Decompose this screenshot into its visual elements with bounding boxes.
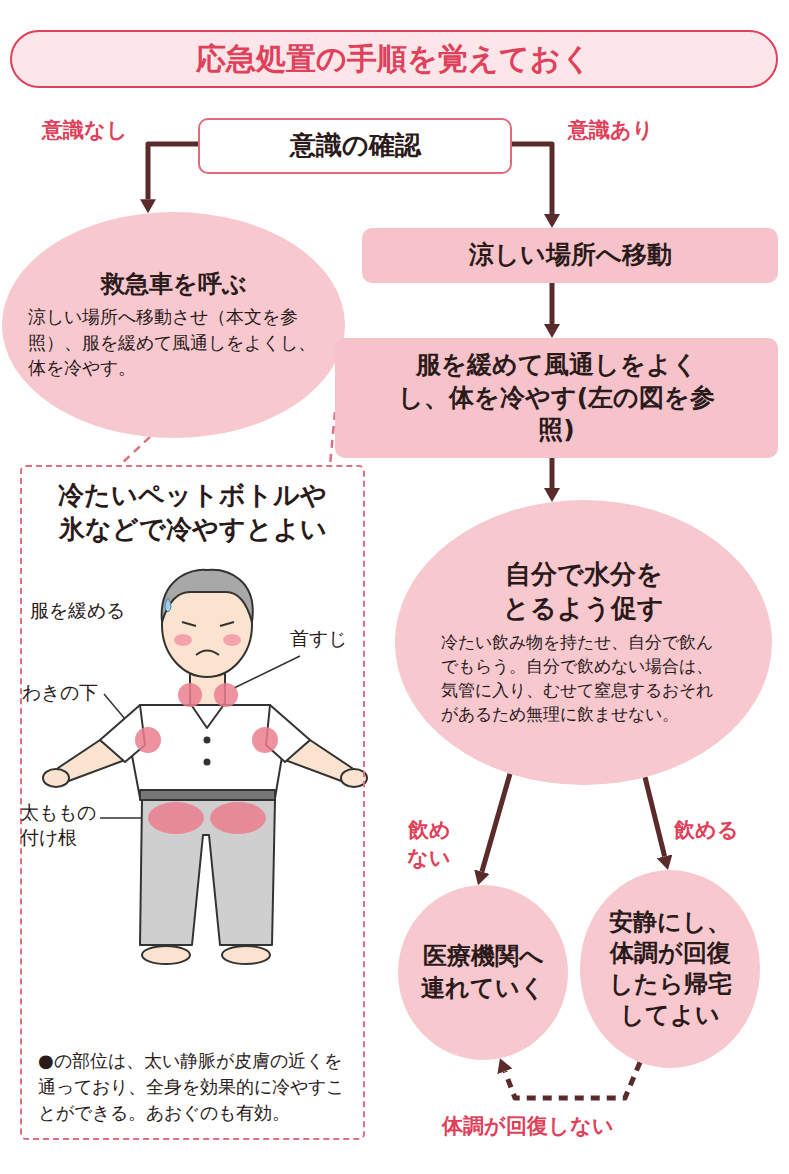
illustration-part — [205, 760, 210, 765]
leader-lines — [100, 656, 300, 818]
flow-connector — [505, 1062, 640, 1098]
part-label: 太ももの付け根 — [20, 800, 96, 849]
edge-label: 意識なし — [40, 116, 130, 144]
flow-connector — [512, 144, 552, 214]
illustration-part — [222, 946, 270, 964]
illustration-part — [100, 817, 146, 819]
flow-connector — [645, 777, 665, 856]
edge-label: 飲める — [672, 816, 741, 844]
illustration-part — [210, 802, 266, 834]
cooling-spots — [135, 683, 278, 834]
process-ellipse: 自分で水分をとるよう促す冷たい飲み物を持たせ、自分で飲んでもらう。自分で飲めない… — [395, 500, 772, 785]
node-body: ●の部位は、太い静脈が皮膚の近くを通っており、全身を効果的に冷やすことができる。… — [38, 1048, 351, 1126]
part-label: わきの下 — [22, 680, 98, 705]
text-group: 涼しい場所へ移動 — [469, 239, 672, 272]
outcome-ellipse: 医療機関へ連れていく — [398, 885, 568, 1060]
illustration-part — [135, 727, 161, 753]
illustration-part — [196, 651, 219, 656]
illustration-part — [165, 598, 171, 612]
emergency-ellipse: 救急車を呼ぶ涼しい場所へ移動させ（本文を参照）、服を緩めて風通しをよくし、体を冷… — [2, 212, 345, 438]
node-heading: 安静にし、体調が回復したら帰宅してよい — [608, 907, 733, 1032]
flow-connector — [120, 437, 150, 465]
process-box: 涼しい場所へ移動 — [362, 228, 778, 283]
edge-label: 意識あり — [566, 116, 656, 144]
illustration-part — [43, 769, 69, 787]
edge-label: 飲めない — [404, 816, 454, 873]
node-heading: 冷たいペットボトルや氷などで冷やすとよい — [58, 479, 328, 547]
illustration-part — [142, 946, 190, 964]
man-figure — [43, 570, 367, 964]
node-heading: 意識の確認 — [290, 129, 421, 163]
illustration-part — [148, 802, 204, 834]
node-heading: 服を緩めて風通しをよくし、体を冷やす(左の図を参照) — [392, 349, 722, 447]
text-group: 服を緩めて風通しをよくし、体を冷やす(左の図を参照) — [392, 349, 722, 447]
illustration-part — [252, 727, 278, 753]
illustration-part — [140, 800, 275, 945]
illustration-part — [223, 634, 241, 646]
illustration-part — [140, 790, 275, 800]
edge-label: 体調が回復しない — [440, 1112, 616, 1140]
text-group: 意識の確認 — [290, 129, 421, 163]
illustration-part — [214, 683, 238, 707]
node-heading: 自分で水分をとるよう促す — [501, 558, 666, 626]
illustration-part — [205, 738, 210, 743]
flow-connector — [482, 774, 510, 872]
illustration-part — [190, 703, 225, 728]
outcome-ellipse: 安静にし、体調が回復したら帰宅してよい — [580, 870, 760, 1068]
flow-connector — [550, 458, 555, 488]
illustration-part — [234, 656, 300, 688]
flow-connector — [550, 283, 555, 324]
illustration-part — [130, 705, 284, 798]
node-body: 涼しい場所へ移動させ（本文を参照）、服を緩めて風通しをよくし、体を冷やす。 — [28, 304, 320, 381]
node-heading: 救急車を呼ぶ — [28, 269, 320, 300]
illustration-part — [174, 634, 192, 646]
process-box: 服を緩めて風通しをよくし、体を冷やす(左の図を参照) — [335, 338, 778, 458]
node-heading: 医療機関へ連れていく — [421, 941, 546, 1003]
start-box: 意識の確認 — [198, 118, 512, 174]
text-group: 自分で水分をとるよう促す冷たい飲み物を持たせ、自分で飲んでもらう。自分で飲めない… — [441, 558, 726, 726]
text-group: 救急車を呼ぶ涼しい場所へ移動させ（本文を参照）、服を緩めて風通しをよくし、体を冷… — [28, 269, 320, 381]
illustration-part — [178, 683, 202, 707]
text-group: 医療機関へ連れていく — [421, 941, 546, 1003]
part-label: 首すじ — [290, 626, 347, 651]
illustration-part — [182, 622, 234, 626]
face-marks — [165, 598, 241, 646]
illustration-part — [162, 570, 253, 622]
node-heading: 涼しい場所へ移動 — [469, 239, 672, 272]
flow-connector — [148, 144, 198, 199]
node-body: 冷たい飲み物を持たせ、自分で飲んでもらう。自分で飲めない場合は、気管に入り、むせ… — [441, 630, 726, 727]
title-banner: 応急処置の手順を覚えておく — [10, 30, 778, 88]
text-group: 安静にし、体調が回復したら帰宅してよい — [608, 907, 733, 1032]
part-label: 服を緩める — [30, 598, 125, 623]
